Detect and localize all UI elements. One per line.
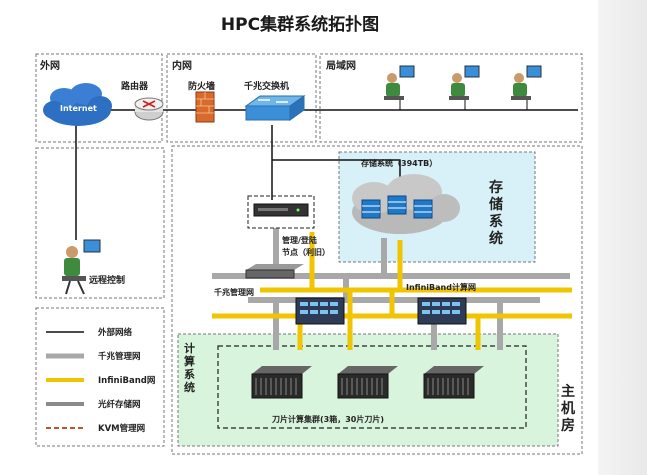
firewall-icon <box>195 91 215 123</box>
blade-chassis-3-icon <box>423 366 484 399</box>
gigabit-switch-label: 千兆交换机 <box>244 82 290 92</box>
firewall-label: 防火墙 <box>188 82 216 92</box>
storage-system-label: 存储系统（394TB） <box>361 159 438 168</box>
legend-label-external: 外部网络 <box>98 328 133 338</box>
legend-label-fiber: 光纤存储网 <box>98 400 141 410</box>
blade-chassis-2-icon <box>337 366 398 399</box>
legend-label-kvm: KVM管理网 <box>98 424 146 434</box>
ib-switch-2-icon <box>417 297 467 325</box>
infiniband-net-label: InfiniBand计算网 <box>406 283 476 292</box>
router-icon <box>134 97 164 121</box>
remote-control-label: 远程控制 <box>89 276 126 286</box>
blade-cluster-box <box>217 345 527 429</box>
lan-workstation-2-icon <box>449 65 480 100</box>
zone-label-intranet: 内网 <box>172 61 192 72</box>
blade-cluster-label: 刀片计算集群(3箱，30片刀片) <box>272 415 385 424</box>
gigabit-switch-icon <box>244 95 306 121</box>
diagram-title: HPC集群系统拓扑图 <box>220 15 380 35</box>
internet-label: Internet <box>60 104 97 113</box>
storage-zone <box>338 151 536 263</box>
remote-workstation-icon <box>62 239 101 295</box>
intranet-zone <box>166 53 317 143</box>
blade-chassis-1-icon <box>251 366 312 399</box>
internet-cloud-icon <box>43 83 112 126</box>
storage-zone-title: 存储系统 <box>489 180 503 247</box>
compute-zone <box>177 333 559 447</box>
lan-workstation-1-icon <box>384 65 415 100</box>
router-label: 路由器 <box>121 82 149 92</box>
gigabit-mgmt-net-label: 千兆管理网 <box>214 288 254 297</box>
storage-disk-icons <box>361 195 433 219</box>
mgmt-node-label-line2: 节点（利旧） <box>282 248 330 257</box>
gigabit-mgmt-switch-icon <box>245 264 304 279</box>
ib-switch-1-icon <box>295 297 345 325</box>
lan-workstation-3-icon <box>511 65 542 100</box>
side-shade <box>598 0 647 475</box>
compute-zone-title: 计算系统 <box>184 342 195 394</box>
zone-label-external: 外网 <box>40 61 60 72</box>
diagram-canvas <box>35 53 583 455</box>
legend-label-infiniband: InfiniBand网 <box>98 376 156 386</box>
legend-box <box>35 307 165 447</box>
lan-zone <box>319 53 583 143</box>
remote-control-zone <box>35 147 165 299</box>
external-network-zone <box>35 53 163 143</box>
mgmt-node-label-line1: 管理/登陆 <box>282 236 317 245</box>
mgmt-node-server-icon <box>253 203 309 217</box>
mgmt-node-box <box>247 195 315 229</box>
main-room-title: 主机房 <box>561 384 575 434</box>
zone-label-lan: 局域网 <box>326 61 356 72</box>
main-room-zone <box>171 145 583 455</box>
legend-label-gigabit: 千兆管理网 <box>98 352 141 362</box>
